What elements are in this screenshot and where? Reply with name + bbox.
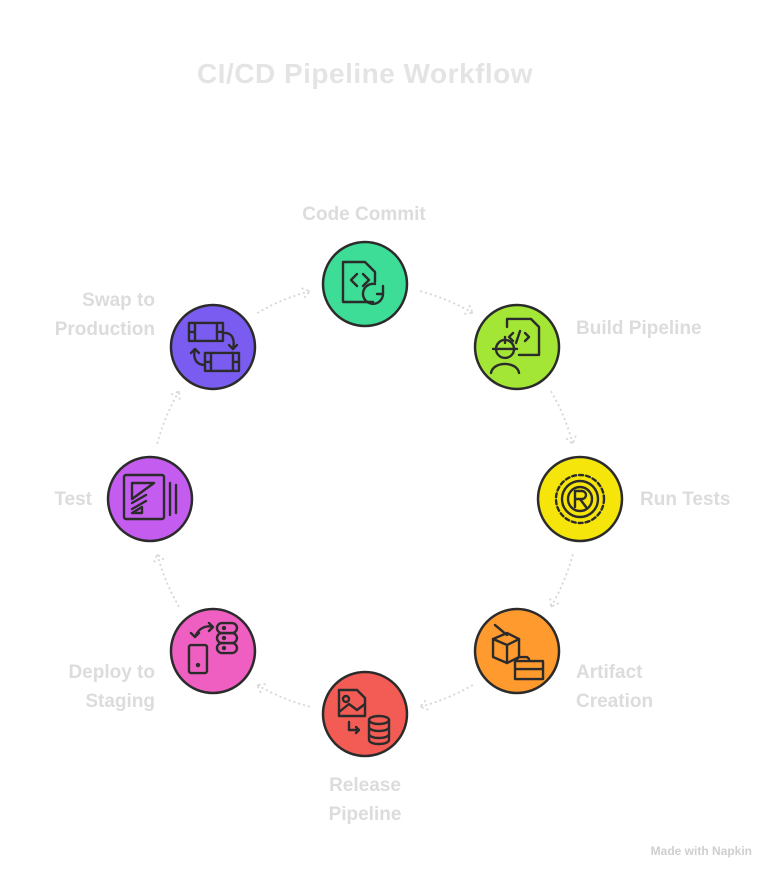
code-file-refresh-icon	[341, 260, 385, 305]
step-label-release-pipeline: Release Pipeline	[328, 775, 402, 825]
step-circle-test	[106, 455, 194, 543]
step-node-swap-to-production	[169, 303, 257, 391]
flow-arrow	[156, 390, 180, 444]
developer-code-icon	[489, 317, 541, 375]
swap-arrows-icon	[187, 321, 241, 373]
step-node-build-pipeline	[473, 303, 561, 391]
step-label-build-pipeline: Build Pipeline	[576, 318, 702, 339]
image-to-database-icon	[337, 688, 391, 746]
arrowhead	[418, 699, 429, 711]
step-label-swap-to-production: Swap to Production	[54, 290, 155, 340]
test-document-icon	[122, 473, 178, 521]
step-circle-build-pipeline	[473, 303, 561, 391]
step-label-artifact-creation: Artifact Creation	[576, 662, 654, 712]
step-node-release-pipeline	[321, 670, 409, 758]
flow-arrow	[420, 290, 474, 314]
step-label-code-commit: Code Commit	[302, 204, 426, 225]
step-node-test	[106, 455, 194, 543]
flow-arrow	[550, 554, 574, 608]
step-node-deploy-to-staging	[169, 607, 257, 695]
step-node-run-tests	[536, 455, 624, 543]
device-server-sync-icon	[187, 621, 239, 675]
step-label-deploy-to-staging: Deploy to Staging	[68, 662, 155, 712]
arrowhead	[565, 435, 577, 446]
arrowhead	[301, 287, 312, 299]
flow-arrow	[420, 684, 474, 708]
step-circle-swap-to-production	[169, 303, 257, 391]
diagram-title: CI/CD Pipeline Workflow	[196, 58, 534, 89]
flow-arrow	[550, 390, 574, 444]
gear-registered-icon	[554, 473, 606, 525]
box-pencil-folder-icon	[491, 623, 545, 681]
flow-arrow	[256, 684, 310, 708]
step-node-code-commit	[321, 240, 409, 328]
flow-arrow	[256, 290, 310, 314]
step-node-artifact-creation	[473, 607, 561, 695]
step-label-test: Test	[54, 489, 92, 510]
arrowhead	[153, 552, 165, 563]
step-circle-deploy-to-staging	[169, 607, 257, 695]
step-label-run-tests: Run Tests	[640, 489, 731, 510]
step-circle-artifact-creation	[473, 607, 561, 695]
flow-arrow	[156, 554, 180, 608]
made-with-footer: Made with Napkin	[650, 844, 752, 858]
